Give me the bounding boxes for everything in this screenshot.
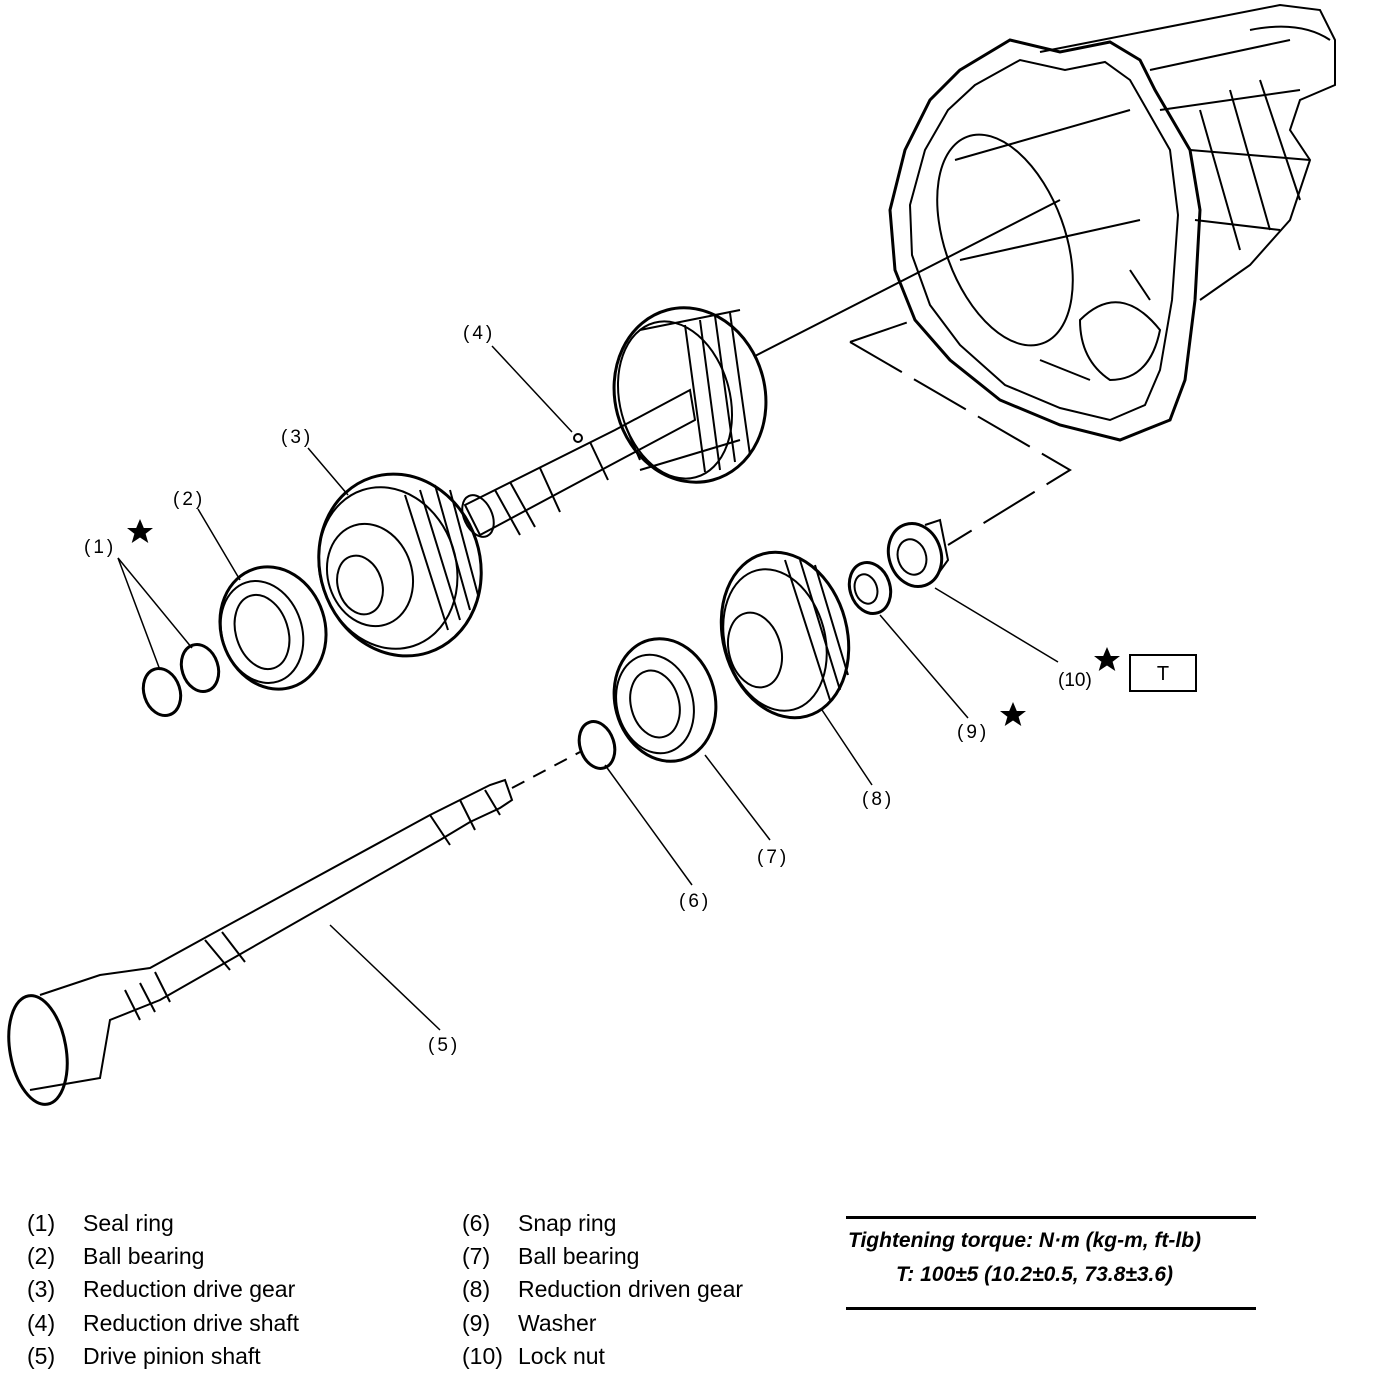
legend-item: (5) Drive pinion shaft xyxy=(27,1340,299,1373)
legend-item: (2) Ball bearing xyxy=(27,1240,299,1273)
legend-name: Reduction drive gear xyxy=(83,1276,296,1303)
legend-name: Snap ring xyxy=(518,1210,617,1236)
legend-name: Seal ring xyxy=(83,1210,174,1236)
ball-bearing-7 xyxy=(612,637,718,763)
legend-name: Ball bearing xyxy=(83,1243,205,1270)
lock-nut xyxy=(886,518,950,588)
torque-marker-box xyxy=(1129,654,1197,692)
callout-9: (9) xyxy=(957,722,989,743)
torque-heading: Tightening torque: N·m (kg-m, ft-lb) xyxy=(848,1229,1202,1252)
legend-right: (6) Snap ring (7) Ball bearing (8) Reductio… xyxy=(462,1207,743,1373)
reduction-drive-gear xyxy=(317,472,483,658)
washer xyxy=(847,561,893,615)
legend-item: (10) Lock nut xyxy=(462,1340,743,1373)
legend-num: (7) xyxy=(462,1243,491,1270)
axis-line-4 xyxy=(754,199,1061,357)
seal-ring-a xyxy=(141,667,183,717)
legend-name: Reduction drive shaft xyxy=(83,1309,300,1336)
legend-name: Reduction driven gear xyxy=(518,1276,744,1303)
legend-num: (9) xyxy=(462,1309,491,1336)
legend-num: (8) xyxy=(462,1276,491,1303)
legend-left: (1) Seal ring (2) Ball bearing (3) Reductio… xyxy=(27,1207,299,1373)
star-icon xyxy=(1000,702,1026,726)
torque-value: T: 100±5 (10.2±0.5, 73.8±3.6) xyxy=(896,1263,1174,1286)
legend-name: Lock nut xyxy=(518,1342,605,1369)
reduction-driven-gear xyxy=(719,550,851,720)
legend-num: (5) xyxy=(27,1342,56,1369)
drive-pinion-shaft xyxy=(7,778,514,1106)
star-icon xyxy=(127,519,153,543)
callout-2: (2) xyxy=(173,489,205,510)
reduction-drive-shaft xyxy=(461,306,768,538)
callout-1: (1) xyxy=(84,537,116,558)
callout-6: (6) xyxy=(679,891,711,912)
legend-item: (3) Reduction drive gear xyxy=(27,1273,299,1306)
axis-line-10 xyxy=(849,317,1072,546)
legend-num: (10) xyxy=(462,1342,503,1369)
legend-name: Drive pinion shaft xyxy=(83,1342,261,1369)
axis-line-5 xyxy=(511,751,581,789)
legend-item: (6) Snap ring xyxy=(462,1207,743,1240)
legend-item: (7) Ball bearing xyxy=(462,1240,743,1273)
legend-name: Ball bearing xyxy=(518,1243,640,1270)
seal-ring-b xyxy=(179,643,221,693)
exploded-parts-diagram: (1) (2) (3) (4) (5) (6) (7) (8) (9) (10)… xyxy=(7,3,1336,1106)
torque-marker-label: T xyxy=(1157,663,1169,685)
callout-5: (5) xyxy=(428,1035,460,1056)
star-icon xyxy=(1094,647,1120,671)
callout-3: (3) xyxy=(281,427,313,448)
legend-num: (2) xyxy=(27,1243,56,1270)
callout-10: (10) xyxy=(1058,670,1092,691)
snap-ring xyxy=(577,720,617,770)
legend-num: (1) xyxy=(27,1210,56,1236)
transmission-case xyxy=(888,3,1336,442)
callout-4: (4) xyxy=(463,323,495,344)
leader-lines xyxy=(117,345,1059,1031)
ball-bearing-2 xyxy=(218,565,328,691)
legend-item: (8) Reduction driven gear xyxy=(462,1273,743,1306)
legend-item: (9) Washer xyxy=(462,1307,743,1340)
callout-7: (7) xyxy=(757,847,789,868)
legend-item: (1) Seal ring xyxy=(27,1207,299,1240)
legend-num: (4) xyxy=(27,1309,56,1336)
legend-name: Washer xyxy=(518,1309,597,1336)
callout-8: (8) xyxy=(862,789,894,810)
legend-item: (4) Reduction drive shaft xyxy=(27,1307,299,1340)
legend-num: (3) xyxy=(27,1276,56,1303)
legend-num: (6) xyxy=(462,1210,491,1236)
torque-spec: Tightening torque: N·m (kg-m, ft-lb) T: … xyxy=(846,1216,1256,1310)
